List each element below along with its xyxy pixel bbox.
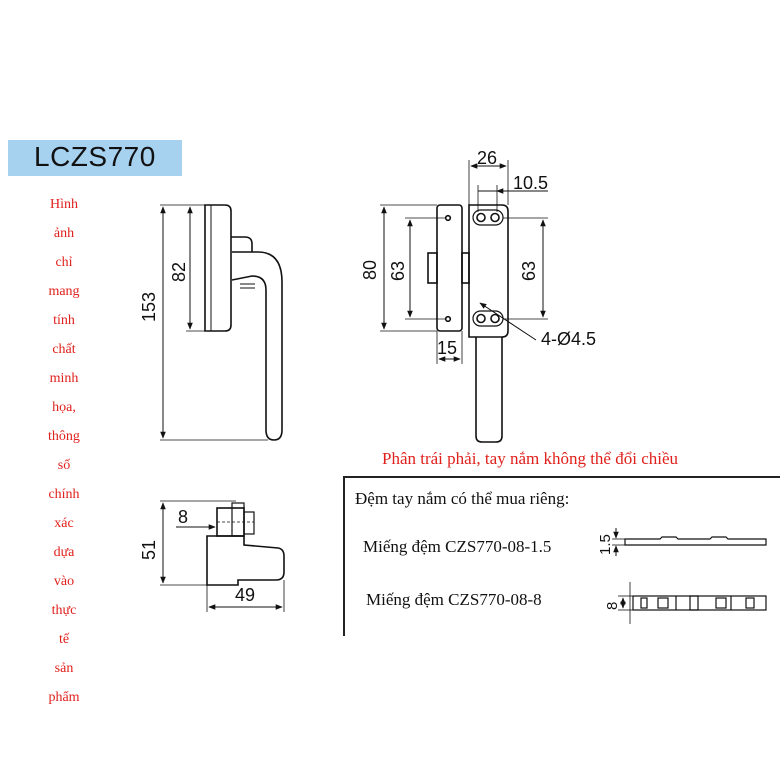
dim-26: 26 [477, 148, 497, 168]
disclaimer-word: họa, [52, 400, 76, 415]
disclaimer-word: sản [54, 661, 74, 676]
disclaimer-word: số [57, 458, 71, 473]
spacer-frame [343, 476, 780, 636]
bottom-view [160, 500, 285, 612]
dim-82: 82 [169, 262, 189, 282]
side-view [160, 204, 283, 441]
disclaimer-word: thông [48, 429, 80, 444]
spacer-label-1: Miếng đệm CZS770-08-1.5 [363, 537, 552, 556]
dim-8-spacer: 8 [604, 602, 621, 610]
disclaimer-word: mang [48, 284, 80, 299]
spacer-8-profile [618, 582, 767, 624]
disclaimer-word: ảnh [53, 226, 75, 241]
disclaimer-word: minh [49, 371, 79, 386]
disclaimer-word: chính [48, 487, 80, 502]
dim-63-left: 63 [388, 261, 408, 281]
dim-51: 51 [139, 540, 159, 560]
dim-holes: 4-Ø4.5 [541, 329, 596, 349]
disclaimer-word: tế [58, 632, 70, 647]
disclaimer-word: dựa [53, 545, 75, 560]
dim-153: 153 [139, 292, 159, 322]
disclaimer-word: xác [54, 516, 74, 531]
disclaimer-word: thực [51, 603, 77, 618]
front-view [380, 160, 548, 443]
disclaimer-word: chỉ [55, 255, 73, 270]
model-title: LCZS770 [34, 141, 156, 172]
spacer-label-2: Miếng đệm CZS770-08-8 [366, 590, 542, 609]
disclaimer-word: chất [52, 342, 76, 357]
dim-1-5: 1.5 [597, 534, 614, 555]
model-title-box: LCZS770 [8, 140, 182, 176]
spacer-heading: Đệm tay nắm có thể mua riêng: [355, 489, 570, 508]
dim-80: 80 [360, 260, 380, 280]
spacer-1-5-profile [612, 536, 767, 546]
dim-10-5: 10.5 [513, 173, 548, 193]
dim-8: 8 [178, 507, 188, 527]
disclaimer-word: tính [53, 313, 75, 328]
dim-15: 15 [437, 338, 457, 358]
disclaimer-word: phẩm [48, 690, 80, 705]
orientation-note: Phân trái phải, tay nắm không thể đổi ch… [382, 449, 679, 468]
disclaimer-word: Hình [50, 197, 78, 212]
disclaimer-word: vào [53, 574, 75, 589]
illustration-disclaimer: Hình ảnh chỉ mang tính chất minh họa, thông số chí… [30, 196, 98, 718]
dim-63-right: 63 [519, 261, 539, 281]
dim-49: 49 [235, 585, 255, 605]
